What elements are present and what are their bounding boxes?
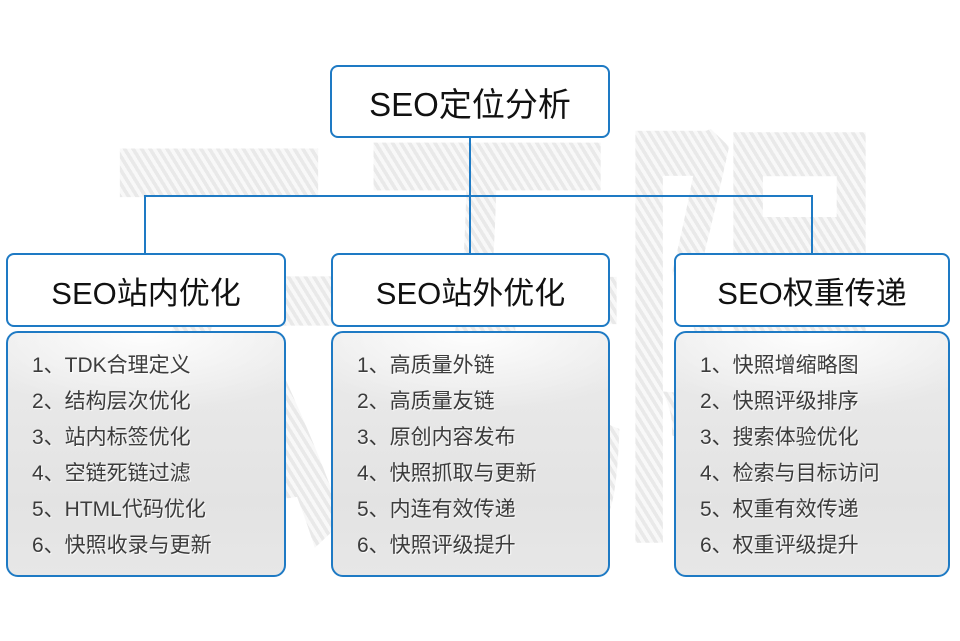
root-node-seo-positioning: SEO定位分析 (330, 65, 610, 138)
header-weight-transfer: SEO权重传递 (674, 253, 950, 327)
list-item: 2、结构层次优化 (32, 390, 191, 413)
connector-drop-left (144, 196, 146, 253)
list-item: 1、高质量外链 (357, 354, 495, 377)
weight-item-list: 1、快照增缩略图 2、快照评级排序 3、搜索体验优化 4、检索与目标访问 5、权… (676, 333, 948, 564)
panel-onsite-items: 1、TDK合理定义 2、结构层次优化 3、站内标签优化 4、空链死链过滤 5、H… (6, 331, 286, 577)
header-onsite-title: SEO站内优化 (51, 275, 241, 311)
connector-root-stem (469, 138, 471, 196)
list-item: 3、原创内容发布 (357, 426, 516, 449)
list-item: 3、搜索体验优化 (700, 426, 859, 449)
list-item: 4、检索与目标访问 (700, 462, 880, 485)
root-node-title: SEO定位分析 (369, 85, 571, 123)
onsite-item-list: 1、TDK合理定义 2、结构层次优化 3、站内标签优化 4、空链死链过滤 5、H… (8, 333, 284, 564)
list-item: 3、站内标签优化 (32, 426, 191, 449)
connector-drop-middle (469, 196, 471, 253)
panel-offsite-items: 1、高质量外链 2、高质量友链 3、原创内容发布 4、快照抓取与更新 5、内连有… (331, 331, 610, 577)
header-offsite-optimization: SEO站外优化 (331, 253, 610, 327)
connector-horizontal-bus (144, 195, 813, 197)
list-item: 4、空链死链过滤 (32, 462, 191, 485)
list-item: 5、内连有效传递 (357, 498, 516, 521)
list-item: 6、快照评级提升 (357, 534, 516, 557)
list-item: 5、HTML代码优化 (32, 498, 206, 521)
panel-weight-items: 1、快照增缩略图 2、快照评级排序 3、搜索体验优化 4、检索与目标访问 5、权… (674, 331, 950, 577)
list-item: 1、TDK合理定义 (32, 354, 191, 377)
list-item: 2、快照评级排序 (700, 390, 859, 413)
header-onsite-optimization: SEO站内优化 (6, 253, 286, 327)
header-offsite-title: SEO站外优化 (375, 275, 566, 311)
header-weight-title: SEO权重传递 (717, 275, 907, 311)
list-item: 5、权重有效传递 (700, 498, 859, 521)
list-item: 6、快照收录与更新 (32, 534, 212, 557)
list-item: 4、快照抓取与更新 (357, 462, 537, 485)
list-item: 2、高质量友链 (357, 390, 495, 413)
connector-drop-right (811, 196, 813, 253)
list-item: 6、权重评级提升 (700, 534, 859, 557)
list-item: 1、快照增缩略图 (700, 354, 859, 377)
offsite-item-list: 1、高质量外链 2、高质量友链 3、原创内容发布 4、快照抓取与更新 5、内连有… (333, 333, 608, 564)
